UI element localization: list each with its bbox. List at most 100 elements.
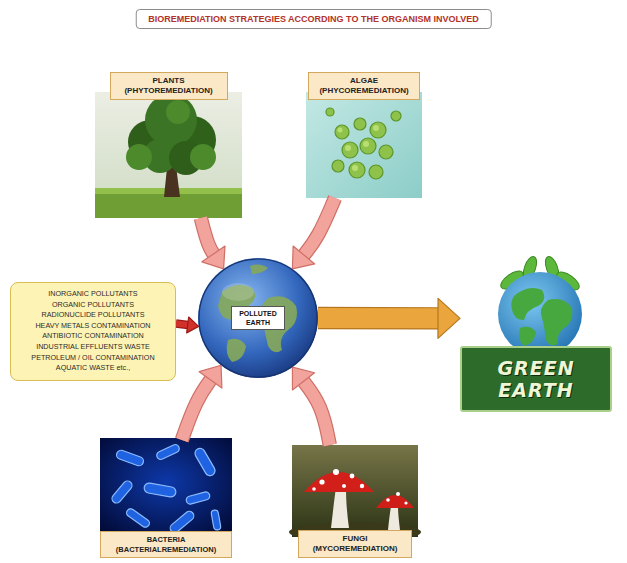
list-item: ANTIBIOTIC CONTAMINATION <box>15 331 171 342</box>
algae-picture <box>363 141 369 147</box>
list-item: INORGANIC POLLUTANTS <box>15 289 171 300</box>
tree-picture <box>126 144 152 170</box>
tree-picture <box>95 92 242 218</box>
green-globe-picture <box>519 327 536 346</box>
flow-arrow <box>182 365 222 440</box>
list-item: INDUSTRIAL EFFLUENTS WASTE <box>15 342 171 353</box>
algae-picture <box>352 165 358 171</box>
flow-arrow <box>176 317 199 333</box>
organism-card: ALGAE (PHYCOREMEDIATION) <box>306 72 422 198</box>
node-label: FUNGI (MYCOREMEDIATION) <box>303 534 407 554</box>
green-globe-picture <box>511 288 572 346</box>
tree-picture <box>95 92 242 218</box>
arrow-head <box>187 317 199 333</box>
mushroom-picture <box>342 484 346 488</box>
green-globe-picture <box>498 272 582 356</box>
node-label: PLANTS (PHYTOREMEDIATION) <box>115 76 223 96</box>
green-globe-picture <box>541 299 572 345</box>
bacteria-picture <box>100 438 232 536</box>
mushroom-picture <box>333 469 339 475</box>
organism-card: PLANTS (PHYTOREMEDIATION) <box>95 72 242 218</box>
mushroom-picture <box>312 487 316 491</box>
algae-picture <box>379 145 393 159</box>
polluted-globe-picture <box>222 283 254 301</box>
algae-picture <box>391 111 401 121</box>
arrow-shaft <box>201 218 216 257</box>
algae-picture <box>306 92 422 198</box>
arrow-shaft <box>302 198 335 258</box>
bacteria-picture <box>143 482 176 497</box>
bacteria-picture <box>100 438 232 536</box>
algae-picture <box>338 128 343 133</box>
organism-card: BACTERIA (BACTERIALREMEDIATION) <box>100 440 232 558</box>
mushroom-picture <box>331 488 349 528</box>
flow-arrow <box>318 298 460 338</box>
title-box: BIOREMEDIATION STRATEGIES ACCORDING TO T… <box>135 9 492 29</box>
arrow-head <box>292 367 314 390</box>
mushroom-picture <box>304 472 374 492</box>
mushroom-picture <box>388 506 400 530</box>
mushroom-picture <box>312 469 364 491</box>
polluted-globe-picture <box>227 339 246 362</box>
algae-picture <box>338 125 380 171</box>
green-earth-banner: GREEN EARTH <box>460 268 612 412</box>
label-box: POLLUTED EARTH <box>231 306 285 330</box>
mushroom-picture <box>360 484 364 488</box>
algae-picture <box>349 162 365 178</box>
bacteria-picture <box>185 491 210 505</box>
bacteria-picture <box>125 507 151 528</box>
arrow-shaft <box>318 308 442 328</box>
mushroom-picture <box>386 498 390 502</box>
arrow-shaft <box>302 198 335 258</box>
algae-picture <box>345 145 351 151</box>
bacteria-picture <box>211 510 221 531</box>
globe-outline <box>199 259 317 377</box>
list-item: AQUATIC WASTE etc., <box>15 363 171 374</box>
algae-picture <box>354 118 366 130</box>
organism-card: FUNGI (MYCOREMEDIATION) <box>292 445 418 558</box>
flow-arrow <box>292 367 329 445</box>
bacteria-picture <box>110 443 221 534</box>
label-box: FUNGI (MYCOREMEDIATION) <box>298 530 412 558</box>
banner-text: GREEN EARTH <box>484 357 588 401</box>
arrow-head <box>199 365 222 388</box>
algae-picture <box>326 108 334 116</box>
list-item: PETROLEUM / OIL CONTAMINATION <box>15 353 171 364</box>
algae-picture <box>373 125 379 131</box>
mushroom-picture <box>350 474 355 479</box>
node-label: BACTERIA (BACTERIALREMEDIATION) <box>105 535 227 554</box>
algae-picture <box>332 160 344 172</box>
label-box: PLANTS (PHYTOREMEDIATION) <box>110 72 228 100</box>
polluted-globe-picture <box>250 264 268 274</box>
mushroom-picture <box>319 479 324 484</box>
algae-picture <box>360 138 376 154</box>
algae-picture <box>335 125 349 139</box>
flow-arrow <box>292 198 335 269</box>
algae-picture <box>370 122 386 138</box>
list-item: ORGANIC POLLUTANTS <box>15 300 171 311</box>
mushroom-picture <box>404 501 407 504</box>
mushroom-picture <box>289 445 421 542</box>
label-box: BACTERIA (BACTERIALREMEDIATION) <box>100 531 232 558</box>
arrow-head <box>292 246 314 269</box>
bacteria-picture <box>193 447 217 478</box>
algae-picture <box>326 108 401 179</box>
algae-picture <box>342 142 358 158</box>
tree-picture <box>145 94 197 146</box>
list-item: RADIONUCLIDE POLLUTANTS <box>15 310 171 321</box>
mushroom-picture <box>386 492 407 505</box>
label-box: ALGAE (PHYCOREMEDIATION) <box>308 72 420 100</box>
bacteria-picture <box>155 443 180 460</box>
mushroom-picture <box>396 492 400 496</box>
polluted-earth-globe: POLLUTED EARTH <box>198 258 318 378</box>
tree-picture <box>166 100 190 124</box>
tree-picture <box>190 144 216 170</box>
arrow-shaft <box>301 378 330 445</box>
bacteria-picture <box>115 449 144 467</box>
algae-picture <box>369 165 383 179</box>
mushroom-picture <box>376 495 414 508</box>
node-label: POLLUTED EARTH <box>235 309 281 327</box>
arrow-shaft <box>201 218 216 257</box>
flow-arrow <box>201 218 225 269</box>
polluted-globe-picture <box>198 258 318 378</box>
